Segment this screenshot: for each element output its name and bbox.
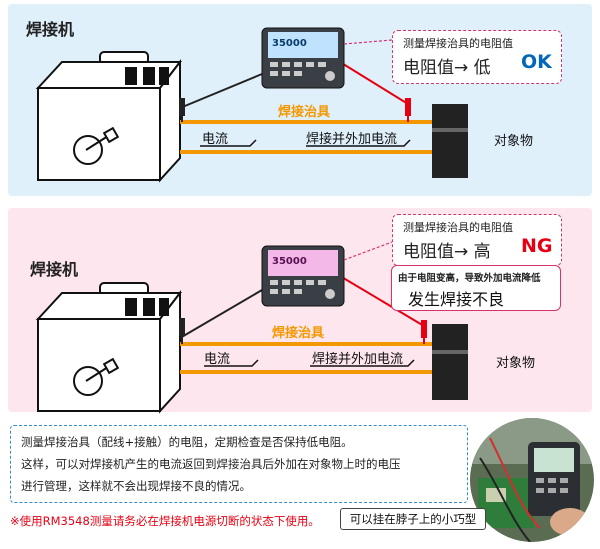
failure-cause-box: 由于电阻变高，导致外加电流降低 发生焊接不良 — [391, 265, 561, 311]
explanation-note: 测量焊接治具（配线+接触）的电阻，定期检查是否保持低电阻。 这样，可以对焊接机产… — [10, 425, 468, 503]
callout-title: 测量焊接治具的电阻值 — [403, 37, 513, 50]
fixture-bar-top — [180, 342, 432, 346]
callout-text: 电阻值→ 低 — [403, 58, 491, 78]
probe-left-icon — [179, 318, 185, 344]
fixture-bar-bottom — [180, 370, 432, 374]
effect-text: 发生焊接不良 — [408, 290, 505, 309]
current-label: 电流 — [202, 132, 229, 147]
ok-result: OK — [521, 51, 552, 73]
photo-caption: 可以挂在脖子上的小巧型 — [340, 508, 486, 530]
object-label: 对象物 — [494, 134, 534, 149]
welder-label: 焊接机 — [26, 20, 75, 39]
current-arrow — [200, 139, 257, 147]
target-object — [432, 324, 468, 400]
resistance-callout-ng: 测量焊接治具的电阻值 电阻值→ 高 NG — [392, 214, 562, 266]
external-current-label: 焊接并外加电流 — [306, 132, 398, 147]
current-label: 电流 — [204, 352, 231, 367]
probe-right-icon — [405, 98, 411, 122]
callout-title: 测量焊接治具的电阻值 — [403, 221, 513, 234]
welder-label: 焊接机 — [30, 260, 79, 279]
resistance-meter-icon — [261, 27, 345, 89]
fixture-bar-bottom — [180, 150, 432, 154]
welder-machine-icon — [35, 51, 183, 183]
external-current-label: 焊接并外加电流 — [312, 352, 404, 367]
welder-machine-icon — [35, 282, 183, 414]
target-object — [432, 104, 468, 178]
callout-pointer — [343, 39, 393, 45]
meter-photo — [470, 418, 594, 542]
fixture-bar-top — [180, 120, 432, 124]
meter-black-lead — [179, 73, 263, 109]
ng-result: NG — [521, 235, 553, 257]
meter-red-lead — [339, 275, 425, 327]
meter-reading: 35000 — [272, 38, 307, 49]
meter-reading: 35000 — [272, 256, 307, 267]
fixture-label: 焊接治具 — [272, 326, 325, 341]
note-line-3: 进行管理，这样就不会出现焊接不良的情况。 — [21, 479, 251, 493]
external-current-arrow — [310, 359, 415, 367]
object-label: 对象物 — [496, 356, 536, 371]
callout-pointer — [343, 241, 393, 261]
ok-diagram-art — [35, 27, 468, 183]
probe-left-icon — [179, 98, 185, 122]
meter-in-hand-image — [470, 418, 594, 542]
cause-text: 由于电阻变高，导致外加电流降低 — [398, 273, 541, 284]
callout-text: 电阻值→ 高 — [403, 242, 491, 262]
resistance-meter-icon — [261, 245, 345, 307]
external-current-arrow — [306, 139, 411, 147]
ng-diagram-art — [35, 241, 468, 414]
fixture-label: 焊接治具 — [278, 105, 331, 120]
meter-red-lead — [339, 61, 409, 105]
resistance-callout-ok: 测量焊接治具的电阻值 电阻值→ 低 OK — [392, 30, 562, 84]
meter-black-lead — [179, 289, 263, 339]
note-line-2: 这样，可以对焊接机产生的电流返回到焊接治具后外加在对象物上时的电压 — [21, 457, 401, 471]
usage-warning: ※使用RM3548测量请务必在焊接机电源切断的状态下使用。 — [10, 514, 320, 528]
probe-right-icon — [421, 320, 427, 344]
note-line-1: 测量焊接治具（配线+接触）的电阻，定期检查是否保持低电阻。 — [21, 435, 353, 449]
current-arrow — [204, 359, 259, 367]
